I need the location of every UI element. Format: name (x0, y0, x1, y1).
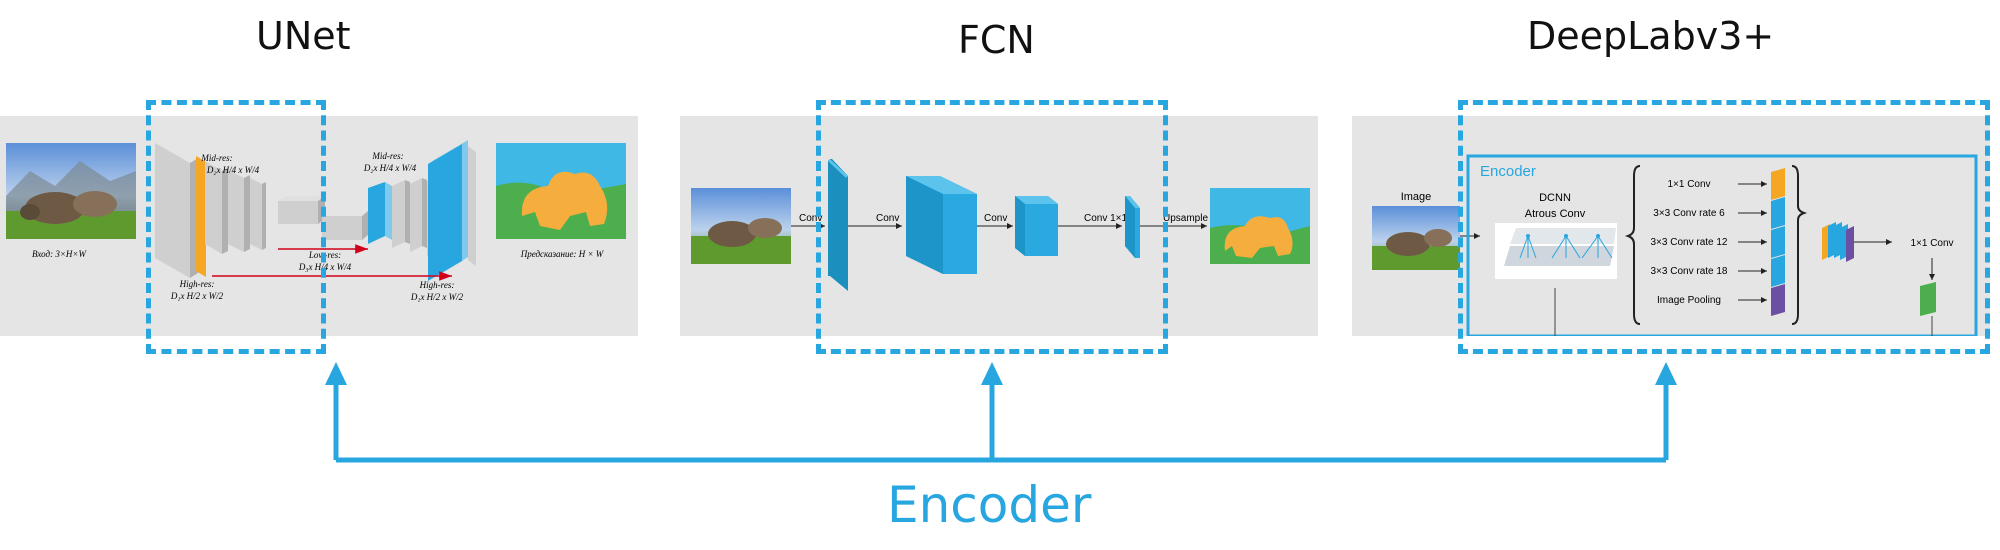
right-brace (1791, 165, 1808, 325)
unet-encoder-region (146, 100, 326, 354)
deeplab-dcnn-label: DCNN (1539, 192, 1571, 204)
arrow-up-deeplab (1655, 362, 1677, 385)
unet-mid-res-right-2: D₂x H/4 x W/4 (363, 163, 417, 173)
deeplab-final-conv-label: 1×1 Conv (1910, 238, 1953, 249)
unet-high-res-right-2: D₁x H/2 x W/2 (410, 292, 464, 302)
branch-feature-1 (1771, 168, 1785, 200)
deeplab-output-feature (1920, 282, 1936, 316)
atrous-conv-illustration (1495, 223, 1617, 279)
unet-input-label: Вход: 3×H×W (32, 249, 87, 259)
fcn-conv-label-4: Conv 1×1 (1084, 213, 1128, 224)
fcn-input-image (691, 188, 791, 264)
unet-title: UNet (256, 14, 351, 58)
unet-prediction-label: Предсказание: H × W (520, 249, 605, 259)
encoder-caption: Encoder (887, 476, 1092, 534)
deeplab-branch-5: Image Pooling (1657, 295, 1721, 306)
deeplab-branch-2: 3×3 Conv rate 6 (1653, 208, 1725, 219)
unet-mid-res-left-2: D₂x H/4 x W/4 (206, 165, 260, 175)
deeplab-atrous-label: Atrous Conv (1525, 208, 1586, 220)
fcn-upsample-label: Upsample (1163, 213, 1208, 224)
left-brace (1624, 165, 1641, 325)
branch-feature-5 (1771, 284, 1785, 316)
deeplab-branch-1: 1×1 Conv (1667, 179, 1710, 190)
deeplab-image-label: Image (1401, 191, 1432, 203)
unet-graphic: Вход: 3×H×W (6, 140, 626, 302)
unet-prediction-mask (496, 143, 626, 239)
fcn-encoder-region (816, 100, 1168, 354)
branch-feature-2 (1771, 197, 1785, 229)
branch-feature-4 (1771, 255, 1785, 287)
deeplab-encoder-label: Encoder (1480, 163, 1536, 180)
unet-high-res-left-1: High-res: (179, 279, 215, 289)
unet-high-res-right-1: High-res: (419, 280, 455, 290)
deeplab-input-image (1372, 206, 1460, 270)
deeplab-branch-3: 3×3 Conv rate 12 (1651, 237, 1728, 248)
branch-feature-3 (1771, 226, 1785, 258)
unet-high-res-left-2: D₁x H/2 x W/2 (170, 291, 224, 301)
concat-feature (1822, 222, 1854, 262)
deeplab-branch-4: 3×3 Conv rate 18 (1651, 266, 1728, 277)
unet-panel: Вход: 3×H×W (0, 116, 638, 336)
fcn-conv-label-3: Conv (984, 213, 1007, 224)
unet-mid-res-right-1: Mid-res: (371, 151, 403, 161)
arrow-up-unet (325, 362, 347, 385)
deeplab-encoder-region (1458, 100, 1990, 354)
unet-input-image (6, 143, 136, 239)
unet-mid-res-left-1: Mid-res: (200, 153, 232, 163)
fcn-panel: Conv Conv Conv Conv 1×1 Upsample (680, 116, 1318, 336)
fcn-title: FCN (958, 18, 1035, 62)
deeplab-title: DeepLabv3+ (1527, 14, 1775, 58)
fcn-conv-label-1: Conv (799, 213, 822, 224)
fcn-graphic: Conv Conv Conv Conv 1×1 Upsample (691, 159, 1310, 291)
fcn-output-mask (1210, 188, 1310, 264)
arrow-up-fcn (981, 362, 1003, 385)
fcn-conv-label-2: Conv (876, 213, 899, 224)
